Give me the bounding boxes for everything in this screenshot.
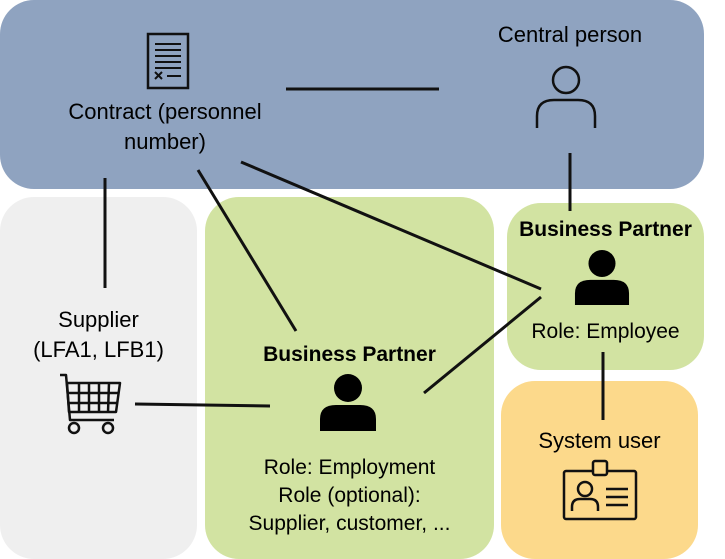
supplier-box xyxy=(0,197,197,559)
business-partner-center-role-3: Supplier, customer, ... xyxy=(248,512,451,535)
central-area-box xyxy=(0,0,704,189)
line-supplier-to-bp-center xyxy=(134,402,271,408)
business-partner-center-title: Business Partner xyxy=(263,343,436,366)
contract-label: Contract (personnel xyxy=(68,99,262,124)
line-contract-to-bp-right xyxy=(240,160,542,291)
person-filled-icon xyxy=(574,249,630,305)
business-partner-right-role: Role: Employee xyxy=(531,320,680,343)
business-partner-center-role-1: Role: Employment xyxy=(263,456,436,479)
contract-document-icon xyxy=(146,32,190,90)
supplier-tables-label: (LFA1, LFB1) xyxy=(33,337,164,362)
business-partner-center-role-2: Role (optional): xyxy=(278,484,421,507)
line-contract-to-bp-center xyxy=(196,169,298,332)
line-bp-center-to-bp-right xyxy=(423,295,542,395)
system-user-label: System user xyxy=(538,428,661,453)
business-partner-right-title: Business Partner xyxy=(519,218,692,241)
contract-label-line-2: number) xyxy=(124,129,206,154)
id-badge-icon xyxy=(562,459,638,521)
supplier-label: Supplier xyxy=(58,307,139,332)
shopping-cart-icon xyxy=(60,373,122,435)
central-person-label: Central person xyxy=(497,22,643,47)
person-outline-icon xyxy=(535,65,597,128)
person-filled-icon xyxy=(320,374,376,431)
